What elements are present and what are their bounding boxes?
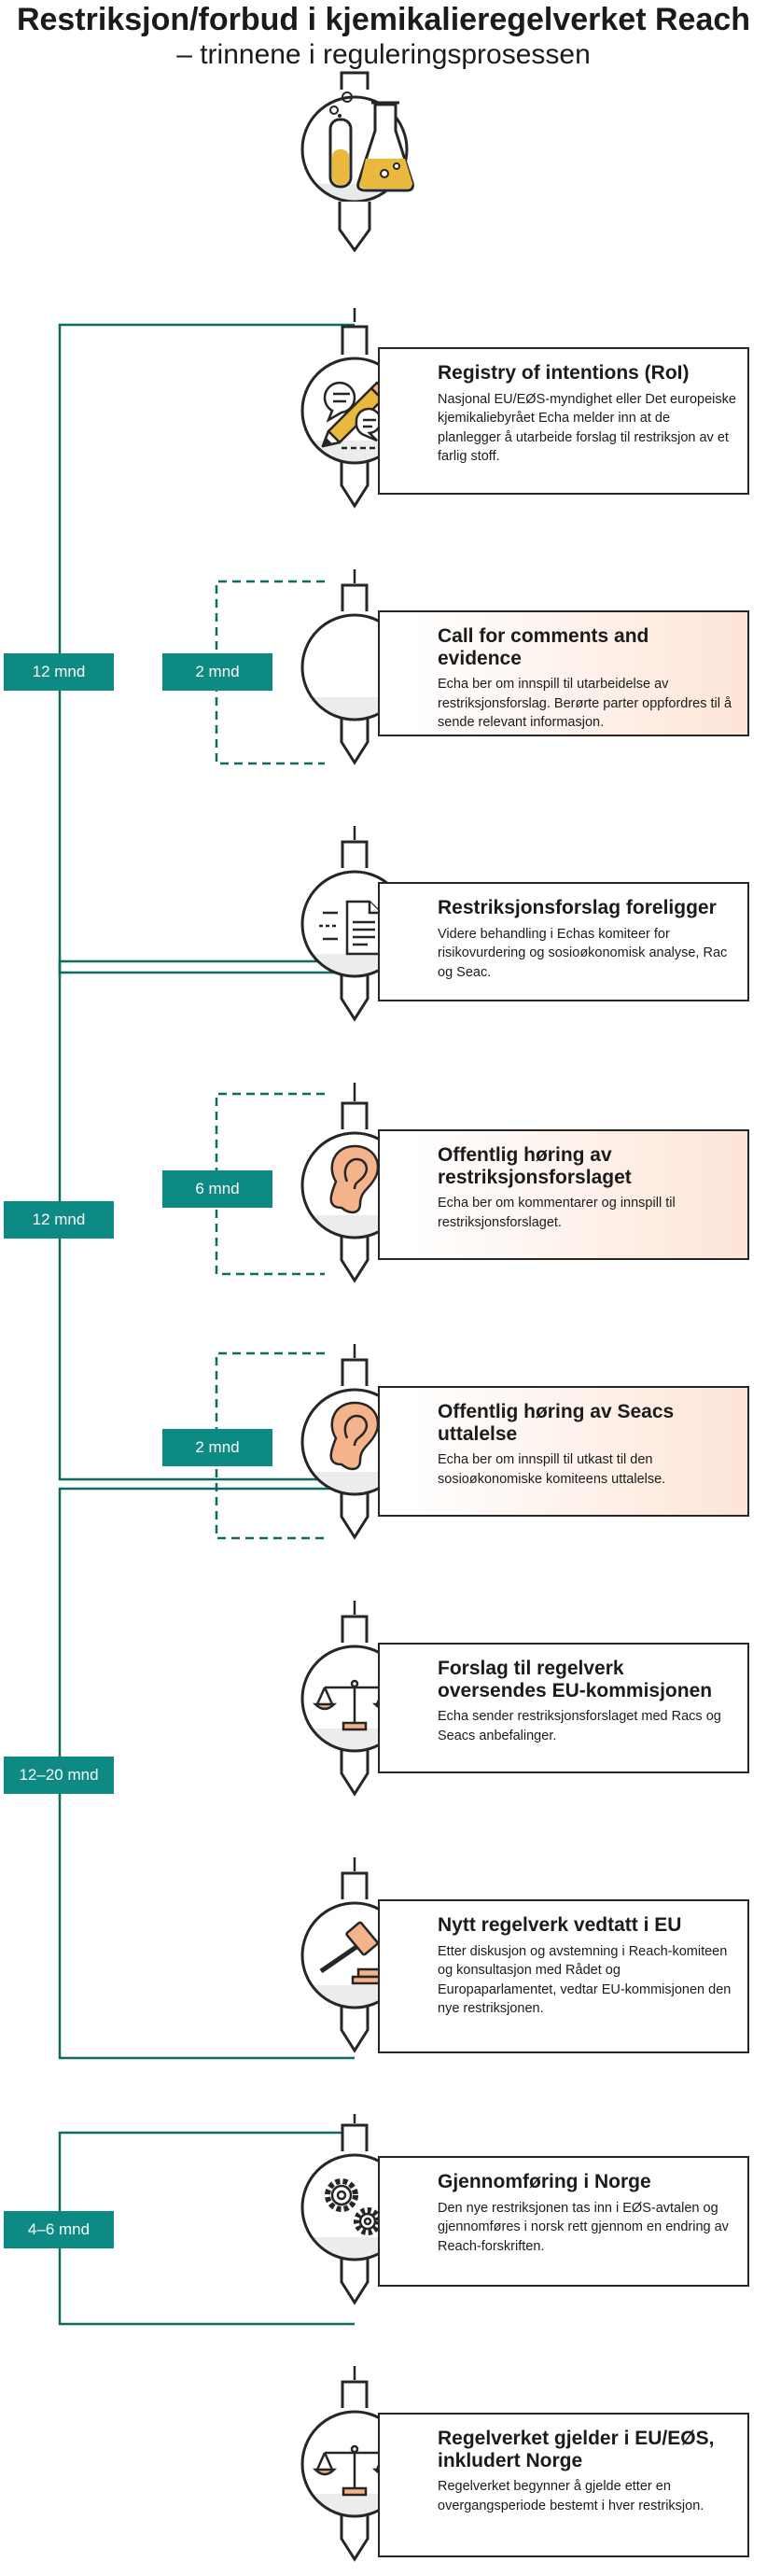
step-card-registry-of-intentions: Registry of intentions (RoI) Nasjonal EU… (378, 347, 749, 495)
step-description: Echa ber om innspill til utkast til den … (438, 1452, 666, 1487)
step-card-offentlig-horing-forslag: Offentlig høring av restriksjonsforslage… (378, 1129, 749, 1260)
duration-label-2-mnd: 2 mnd (162, 653, 272, 691)
bracket-12-mnd-a (58, 323, 355, 974)
step-description: Regelverket begynner å gjelde etter en o… (438, 2479, 704, 2513)
flask-outlines (340, 325, 370, 2562)
page-title: Restriksjon/forbud i kjemikalieregelverk… (16, 2, 751, 37)
step-card-offentlig-horing-seac: Offentlig høring av Seacs uttalelse Echa… (378, 1386, 749, 1517)
step-card-gjennomforing-norge: Gjennomføring i Norge Den nye restriksjo… (378, 2156, 749, 2287)
step-card-restriksjonsforslag: Restriksjonsforslag foreligger Videre be… (378, 882, 749, 1001)
timeline-brackets (58, 323, 355, 2326)
step-title: Regelverket gjelder i EU/EØS, inkludert … (438, 2428, 715, 2471)
step-description: Echa sender restriksjonsforslaget med Ra… (438, 1709, 721, 1743)
duration-label-12-20-mnd: 12–20 mnd (4, 1757, 114, 1794)
duration-label-6-mnd: 6 mnd (162, 1170, 272, 1208)
step-card-nytt-regelverk: Nytt regelverk vedtatt i EU Etter diskus… (378, 1899, 749, 2053)
step-title: Nytt regelverk vedtatt i EU (438, 1914, 682, 1936)
step-title: Restriksjonsforslag foreligger (438, 897, 717, 918)
step-title: Call for comments and evidence (438, 625, 649, 669)
step-title: Registry of intentions (RoI) (438, 362, 690, 384)
duration-label-12-mnd: 12 mnd (4, 1201, 114, 1239)
step-description: Den nye restriksjonen tas inn i EØS-avta… (438, 2200, 729, 2254)
chemistry-flask-icon (300, 71, 414, 253)
dashed-brackets (215, 580, 325, 1540)
step-title: Gjennomføring i Norge (438, 2171, 651, 2192)
step-description: Nasjonal EU/EØS-myndighet eller Det euro… (438, 391, 736, 465)
step-card-regelverket-gjelder: Regelverket gjelder i EU/EØS, inkludert … (378, 2413, 749, 2557)
step-title: Offentlig høring av Seacs uttalelse (438, 1401, 675, 1445)
duration-label-2-mnd: 2 mnd (162, 1429, 272, 1466)
page-subtitle: – trinnene i reguleringsprosessen (176, 39, 591, 70)
step-description: Echa ber om innspill til utarbeidelse av… (438, 677, 732, 731)
step-description: Videre behandling i Echas komiteer for r… (438, 926, 728, 980)
step-card-call-for-comments: Call for comments and evidence Echa ber … (378, 610, 749, 736)
step-description: Echa ber om kommentarer og innspill til … (438, 1196, 676, 1230)
step-card-forslag-eu-kommisjonen: Forslag til regelverk oversendes EU-komm… (378, 1643, 749, 1773)
duration-label-4-6-mnd: 4–6 mnd (4, 2211, 114, 2248)
duration-label-12-mnd: 12 mnd (4, 653, 114, 691)
step-description: Etter diskusjon og avstemning i Reach-ko… (438, 1943, 732, 2017)
step-title: Offentlig høring av restriksjonsforslage… (438, 1144, 632, 1188)
ear-icon (329, 1144, 380, 1214)
step-title: Forslag til regelverk oversendes EU-komm… (438, 1658, 713, 1701)
ear-icon (329, 1401, 380, 1471)
